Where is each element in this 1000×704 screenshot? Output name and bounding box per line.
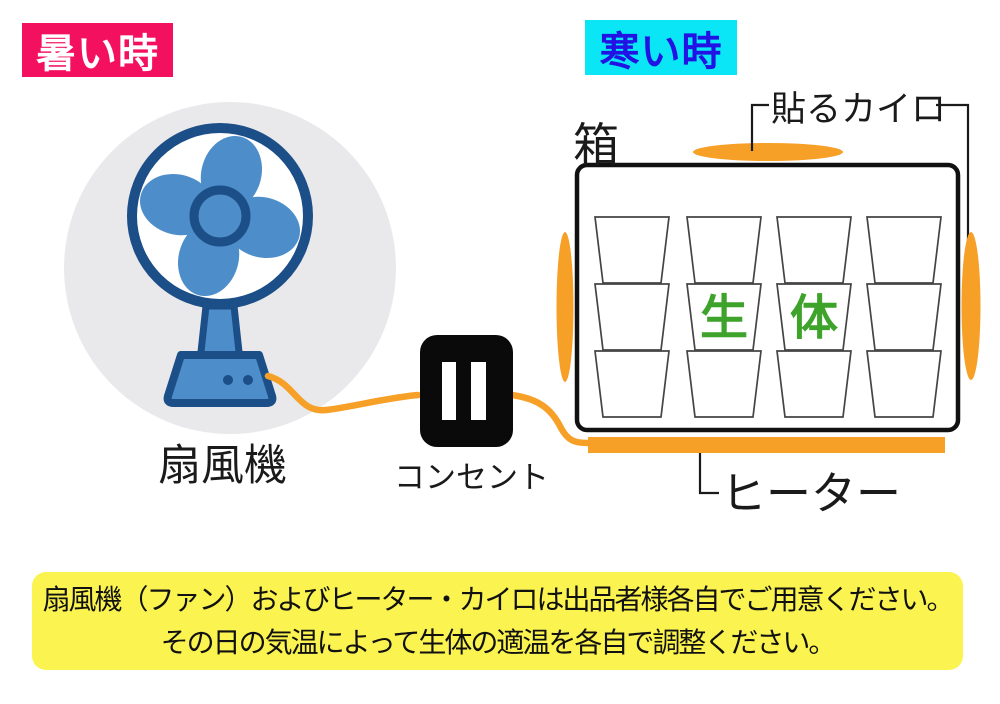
heater-bar — [588, 437, 945, 453]
kairo-top — [693, 143, 843, 161]
box-label: 箱 — [573, 119, 619, 171]
kairo-pointer-left — [750, 103, 769, 151]
fan-icon — [127, 123, 313, 407]
organism-char-2: 体 — [790, 292, 838, 345]
breeding-box — [574, 162, 961, 433]
hot-weather-label: 暑い時 — [22, 23, 173, 77]
notice-line-1: 扇風機（ファン）およびヒーター・カイロは出品者様各自でご用意ください。 — [42, 584, 954, 615]
heater-pointer — [698, 453, 719, 495]
kairo-right — [961, 232, 981, 380]
fan-hub — [189, 185, 251, 247]
organism-char-1: 生 — [700, 292, 748, 345]
heater-label: ヒーター — [721, 468, 902, 519]
fan-base — [163, 351, 277, 407]
kairo-left — [556, 232, 574, 382]
heater-power-cable — [508, 391, 592, 447]
notice-box: 扇風機（ファン）およびヒーター・カイロは出品者様各自でご用意ください。 その日の… — [32, 572, 963, 670]
outlet-label: コンセント — [394, 460, 549, 495]
cups-grid — [594, 216, 942, 418]
fan-label: 扇風機 — [158, 442, 287, 490]
cold-weather-label: 寒い時 — [585, 20, 737, 75]
notice-line-2: その日の気温によって生体の適温を各自で調整ください。 — [160, 627, 837, 658]
kairo-pointer-right — [936, 103, 970, 258]
kairo-label: 貼るカイロ — [771, 90, 947, 129]
fan-base-dot — [243, 375, 253, 385]
power-outlet-icon — [420, 335, 513, 447]
fan-power-cable — [264, 372, 422, 414]
fan-base-dot — [223, 375, 233, 385]
